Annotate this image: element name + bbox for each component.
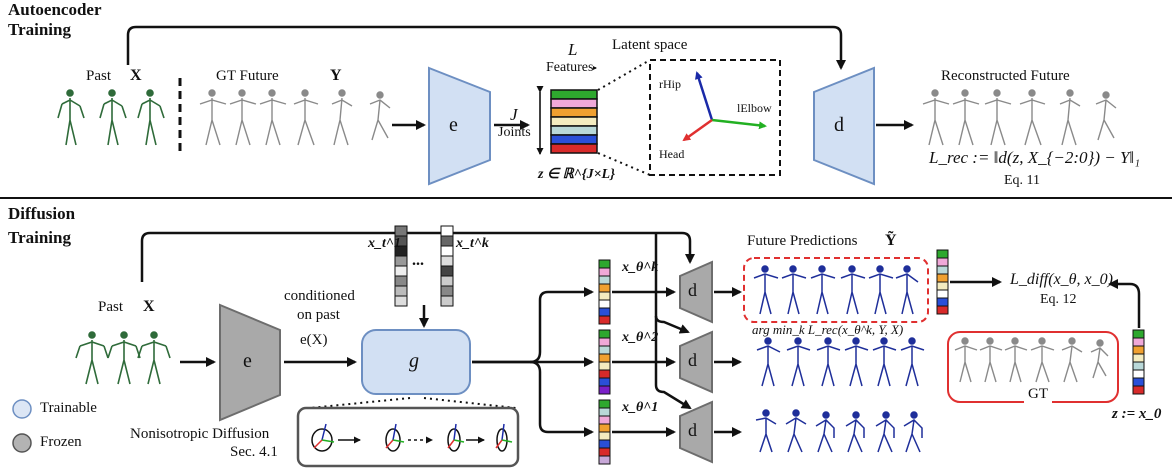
ae-gt-future-label: GT Future [216,68,279,84]
legend-frozen-label: Frozen [40,434,82,450]
g-to-x1 [529,360,594,437]
ae-latent-space-label: Latent space [612,37,688,53]
lelbow-axis [711,118,767,130]
best-prediction-box [743,257,929,323]
diff-conditioned-2: on past [297,307,340,323]
ae-past-label: Past [86,68,112,84]
diff-loss-eq: Eq. 12 [1040,292,1077,307]
ae-rec-loss-eq: Eq. 11 [1004,173,1041,188]
inset-zoom-left [309,397,411,409]
diff-argmin-label: arg min_k L_rec(x_θ^k, Y, X) [752,322,904,337]
legend-trainable-label: Trainable [40,400,97,416]
diff-y-tilde: Ỹ [885,232,897,249]
diff-future-predictions-label: Future Predictions [747,233,858,249]
x-theta-1-vector [598,399,611,465]
inset-ellipses [311,428,508,452]
diff-decoder-k-label: d [688,280,697,300]
diff-xtheta-1-label: x_θ^1 [622,400,659,415]
diff-decoder-2-label: d [688,350,697,370]
diff-conditioned-1: conditioned [284,288,355,304]
ae-z-definition: z ∈ ℝ^{J×L} [538,167,615,182]
ae-encoder-label: e [449,114,458,136]
skip-to-d2 [654,315,690,334]
frozen-encoder-block [219,303,281,422]
ae-axis-rhip: rHip [659,77,681,91]
latent-space-box [649,59,781,176]
diff-gt-label: GT [1024,386,1052,403]
rhip-axis [695,71,714,121]
denoiser-g-block [361,329,471,395]
ae-reconstructed-label: Reconstructed Future [941,68,1070,84]
ae-l-symbol: L [568,40,578,59]
frozen-decoder-1 [679,400,713,464]
diff-xtheta-k-label: x_θ^k [622,260,659,275]
inset-zoom-right [423,397,517,409]
gt-poses [954,337,1109,383]
diff-decoder-1-label: d [688,420,697,440]
frozen-decoder-2 [679,330,713,394]
decoder-block [813,66,875,186]
legend-trainable-swatch [12,399,32,419]
ae-rec-loss: L_rec := ‖d(z, X_{−2:0}) − Y‖₁ [929,148,1141,167]
diff-z-eq: z := x_0 [1112,406,1162,422]
gt-future-poses [199,89,391,146]
section-diffusion-title: Diffusion [8,204,76,223]
x-theta-k-vector [598,259,611,325]
diff-xtheta-2-label: x_θ^2 [622,330,659,345]
diff-noise-dots: ... [412,252,424,269]
nonisotropic-label: Nonisotropic Diffusion [130,426,270,442]
skip-connection-arrow [126,25,846,70]
g-to-xk [472,287,594,364]
section-diffusion-subtitle: Training [8,228,71,247]
diff-past-label: Past [98,299,124,315]
nonisotropic-inset [296,406,520,468]
x0-vector [1132,329,1145,395]
diff-encoder-label: e [243,350,252,372]
latent-feature-stack [550,89,598,154]
diff-loss-label: L_diff(x_θ, x_0) [1010,271,1113,288]
ae-joints-label: Joints [498,125,531,140]
zoom-line-top [597,59,651,91]
ae-features-label: Features [546,60,594,76]
encoder-block [428,66,491,186]
ae-gt-var: Y [330,67,342,84]
prediction-poses-k [753,265,919,315]
inset-axes [313,423,513,449]
diffusion-skip-arrow [140,231,695,282]
x-theta-2-vector [598,329,611,395]
skip-to-d1 [654,384,692,410]
frozen-decoder-k [679,260,713,324]
diff-noise-k-label: x_t^k [456,236,489,251]
diff-cond-expr: e(X) [300,332,328,348]
diff-noise-1-label: x_t^1 [368,236,401,251]
diffusion-past-poses [75,331,171,385]
past-poses-green [57,89,165,146]
ae-decoder-label: d [834,114,844,136]
ae-axis-head: Head [659,147,685,161]
head-axis [682,118,713,142]
x0-to-diff-loss [1108,279,1141,328]
nonisotropic-section: Sec. 4.1 [230,444,278,460]
ae-past-var: X [130,67,142,84]
section-autoencoder-subtitle: Training [8,20,71,39]
diff-past-var: X [143,298,155,315]
prediction-poses-2 [756,337,925,387]
section-autoencoder-title: Autoencoder [8,0,102,19]
ae-axis-lelbow: lElbow [737,101,772,115]
best-prediction-vector [936,249,949,315]
reconstructed-poses [922,89,1117,146]
prediction-poses-1 [755,409,923,453]
noise-vector-1 [394,225,408,307]
ae-j-symbol: J [510,105,518,124]
diff-g-label: g [409,350,419,372]
noise-vector-k [440,225,454,307]
legend-frozen-swatch [12,433,32,453]
